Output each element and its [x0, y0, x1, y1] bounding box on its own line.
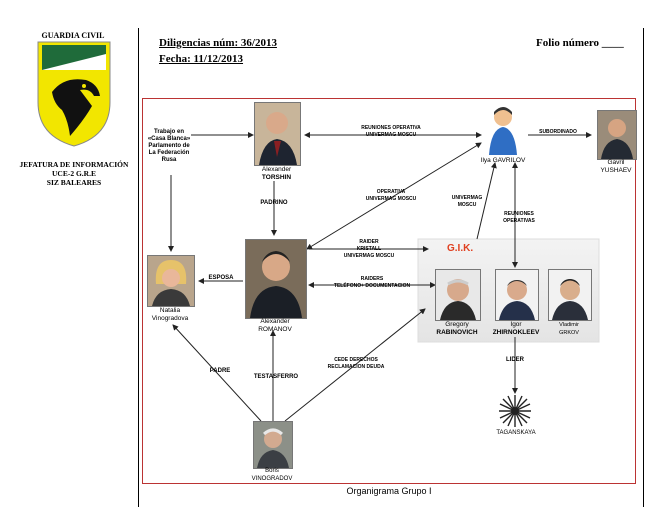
label-subordinado: SUBORDINADO — [539, 129, 577, 135]
department-line-3: SIZ BALEARES — [46, 178, 102, 187]
left-margin-rule — [138, 28, 139, 507]
diligencias-number: Diligencias núm: 36/2013 — [159, 37, 277, 49]
right-margin-rule — [643, 28, 644, 507]
label-lider: LIDER — [506, 357, 524, 363]
label-padre: PADRE — [209, 368, 231, 374]
guardia-civil-label: GUARDIA CIVIL — [41, 31, 105, 40]
edge-cede-derechos — [284, 308, 426, 422]
edge-padre — [172, 324, 262, 422]
edge-gik-gavrilov — [476, 162, 497, 240]
diagram-caption: Organigrama Grupo I — [346, 486, 432, 496]
guardia-civil-emblem-icon — [37, 41, 111, 147]
label-testasferro: TESTASFERRO — [253, 374, 299, 380]
department-line-1: JEFATURA DE INFORMACIÓN — [19, 160, 129, 169]
photo-zhirnokleev — [495, 269, 539, 321]
folio-number: Folio número ____ — [536, 37, 624, 49]
photo-vinogradova — [147, 255, 195, 307]
department-block: JEFATURA DE INFORMACIÓN UCE-2 G.R.E SIZ … — [4, 160, 144, 187]
gik-label: G.I.K. — [447, 243, 474, 254]
photo-torshin — [254, 102, 301, 166]
photo-gavrilov-avatar — [487, 103, 519, 155]
document-date: Fecha: 11/12/2013 — [159, 53, 244, 65]
name-gavrilov: Ilya GAVRILOV — [480, 157, 526, 164]
photo-romanov — [245, 239, 307, 319]
department-line-2: UCE-2 G.R.E — [52, 169, 96, 178]
taganskaya-star-icon — [499, 395, 531, 427]
photo-grkov — [548, 269, 592, 321]
photo-yushaev — [597, 110, 637, 160]
label-esposa: ESPOSA — [208, 275, 234, 281]
edge-romanov-gavrilov — [306, 142, 482, 250]
label-padrino: PADRINO — [260, 200, 288, 206]
photo-rabinovich — [435, 269, 481, 321]
name-taganskaya: TAGANSKAYA — [496, 430, 536, 436]
photo-vinogradov — [253, 421, 293, 469]
